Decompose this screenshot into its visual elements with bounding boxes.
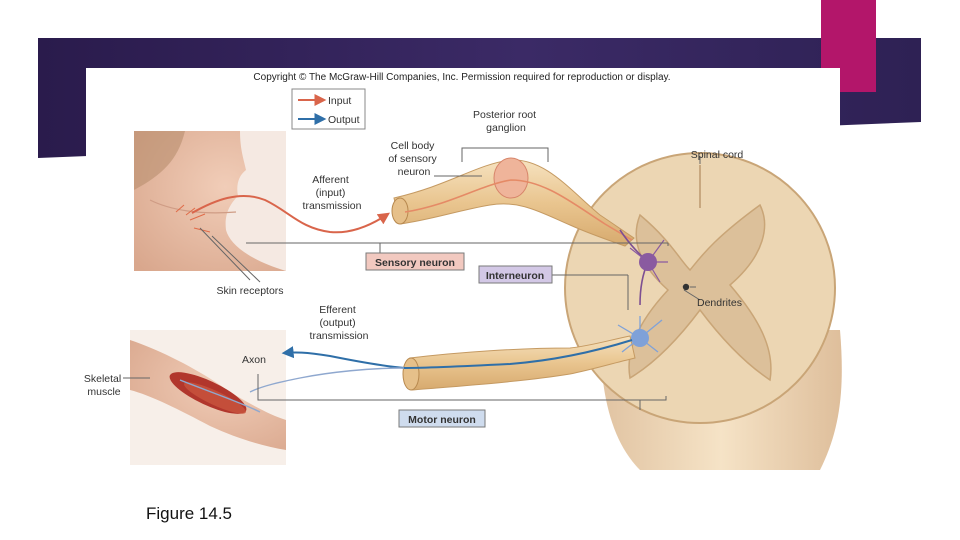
afferent-transmission-label: Afferent (input) transmission [303,174,362,212]
copyright-text: Copyright © The McGraw-Hill Companies, I… [253,72,670,83]
motor-neuron-cell [617,316,663,353]
dendrites-label: Dendrites [697,297,742,309]
interneuron-label: Interneuron [486,270,544,282]
forearm-illustration [130,330,286,465]
posterior-root-ganglion-label: Posterior root ganglion [473,109,539,134]
skin-receptors-label: Skin receptors [216,285,283,297]
gray-matter-icon [628,203,772,382]
axon-label: Axon [242,354,266,366]
motor-neuron-label: Motor neuron [408,414,476,426]
interneuron-box: Interneuron [478,265,553,284]
spinal-cord-label: Spinal cord [691,149,744,161]
skin-receptor-nerves-icon [175,204,211,233]
face-illustration [134,131,286,271]
afferent-pathway-arrow-icon [191,195,390,234]
spinal-cord [564,152,842,470]
legend-output-label: Output [328,114,360,126]
sensory-neuron-box: Sensory neuron [365,252,465,271]
posterior-root-ganglion-icon [493,157,529,199]
legend-frame [291,88,366,130]
figure-caption: Figure 14.5 [146,504,232,523]
sensory-nerve [391,157,635,247]
efferent-pathway-arrow-icon [281,339,633,370]
sensory-axon [404,179,633,241]
cell-body-sensory-neuron-label: Cell body of sensory neuron [388,140,439,178]
legend-input-label: Input [328,95,351,107]
skeletal-muscle-label: Skeletal muscle [84,373,124,398]
legend: Input Output [291,88,366,130]
sensory-neuron-label: Sensory neuron [375,257,455,269]
efferent-transmission-label: Efferent (output) transmission [310,304,369,342]
motor-axon [249,367,405,393]
motor-neuron-box: Motor neuron [398,409,486,428]
interneuron-cell [619,229,668,306]
leader-lines [123,147,701,410]
central-canal-icon [682,283,690,291]
